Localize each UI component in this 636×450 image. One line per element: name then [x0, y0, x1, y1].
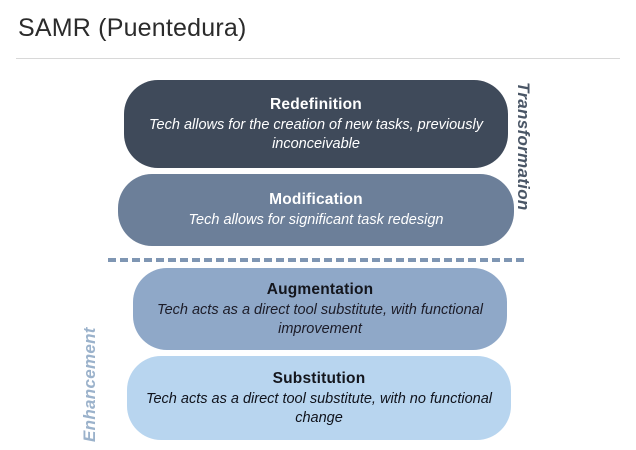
level-modification: Modification Tech allows for significant…	[118, 174, 514, 246]
level-redefinition-description: Tech allows for the creation of new task…	[149, 116, 483, 152]
level-modification-description: Tech allows for significant task redesig…	[188, 212, 444, 228]
title-divider	[16, 58, 620, 59]
level-augmentation: Augmentation Tech acts as a direct tool …	[133, 268, 507, 350]
level-augmentation-name: Augmentation	[266, 280, 374, 298]
level-substitution: Substitution Tech acts as a direct tool …	[127, 356, 511, 440]
level-modification-name: Modification	[269, 191, 363, 208]
level-substitution-description: Tech acts as a direct tool substitute, w…	[145, 390, 493, 426]
side-label-enhancement: Enhancement	[80, 327, 99, 442]
level-redefinition: Redefinition Tech allows for the creatio…	[124, 80, 508, 168]
level-redefinition-name: Redefinition	[270, 95, 362, 113]
level-substitution-name: Substitution	[272, 369, 366, 387]
level-augmentation-description: Tech acts as a direct tool substitute, w…	[157, 301, 483, 337]
page-title: SAMR (Puentedura)	[18, 14, 247, 42]
transformation-enhancement-divider	[108, 258, 524, 262]
side-label-transformation: Transformation	[514, 82, 533, 211]
